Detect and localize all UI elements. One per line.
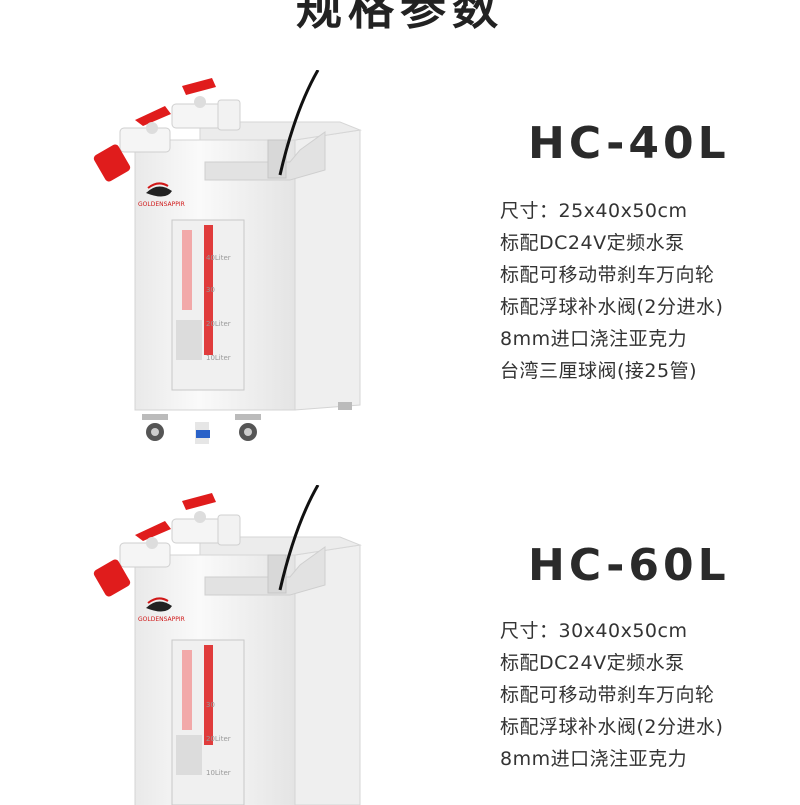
model-name: HC-60L	[528, 540, 730, 591]
product-image-hc40l: GOLDENSAPPIR 40Liter 30 20Liter 10Liter	[93, 70, 362, 444]
svg-text:40Liter: 40Liter	[206, 254, 231, 262]
ball-valve-lower	[93, 106, 171, 182]
svg-text:10Liter: 10Liter	[206, 769, 231, 777]
svg-text:20Liter: 20Liter	[206, 320, 231, 328]
svg-text:30: 30	[206, 701, 215, 709]
page-title: 规格参数	[296, 0, 504, 35]
product-image-hc60l: GOLDENSAPPIR 30 20Liter 10Liter	[93, 485, 362, 805]
svg-text:GOLDENSAPPIR: GOLDENSAPPIR	[138, 201, 185, 208]
spec-acrylic: 8mm进口浇注亚克力	[500, 748, 688, 770]
brand-logo: GOLDENSAPPIR	[138, 182, 185, 208]
spec-size: 尺寸：30x40x50cm	[500, 620, 688, 642]
power-cable	[278, 70, 320, 176]
spec-float-valve: 标配浮球补水阀(2分进水)	[500, 716, 724, 738]
brand-logo: GOLDENSAPPIR	[138, 597, 185, 623]
drain-fitting	[195, 422, 210, 444]
svg-text:20Liter: 20Liter	[206, 735, 231, 743]
ball-valve-lower	[93, 521, 171, 597]
spec-pump: 标配DC24V定频水泵	[500, 232, 685, 254]
power-cable	[278, 485, 320, 591]
svg-text:30: 30	[206, 286, 215, 294]
spec-float-valve: 标配浮球补水阀(2分进水)	[500, 296, 724, 318]
spec-block-hc40l: HC-40L 尺寸：25x40x50cm 标配DC24V定频水泵 标配可移动带刹…	[500, 118, 800, 387]
spec-size: 尺寸：25x40x50cm	[500, 200, 688, 222]
ball-valve-upper	[171, 493, 241, 546]
spec-casters: 标配可移动带刹车万向轮	[500, 264, 715, 286]
svg-text:GOLDENSAPPIR: GOLDENSAPPIR	[138, 616, 185, 623]
casters	[142, 402, 352, 441]
model-name: HC-40L	[528, 118, 730, 169]
svg-text:10Liter: 10Liter	[206, 354, 231, 362]
spec-acrylic: 8mm进口浇注亚克力	[500, 328, 688, 350]
spec-ball-valve: 台湾三厘球阀(接25管)	[500, 360, 698, 382]
ball-valve-upper	[171, 78, 241, 131]
spec-casters: 标配可移动带刹车万向轮	[500, 684, 715, 706]
spec-pump: 标配DC24V定频水泵	[500, 652, 685, 674]
spec-block-hc60l: HC-60L 尺寸：30x40x50cm 标配DC24V定频水泵 标配可移动带刹…	[500, 540, 800, 775]
